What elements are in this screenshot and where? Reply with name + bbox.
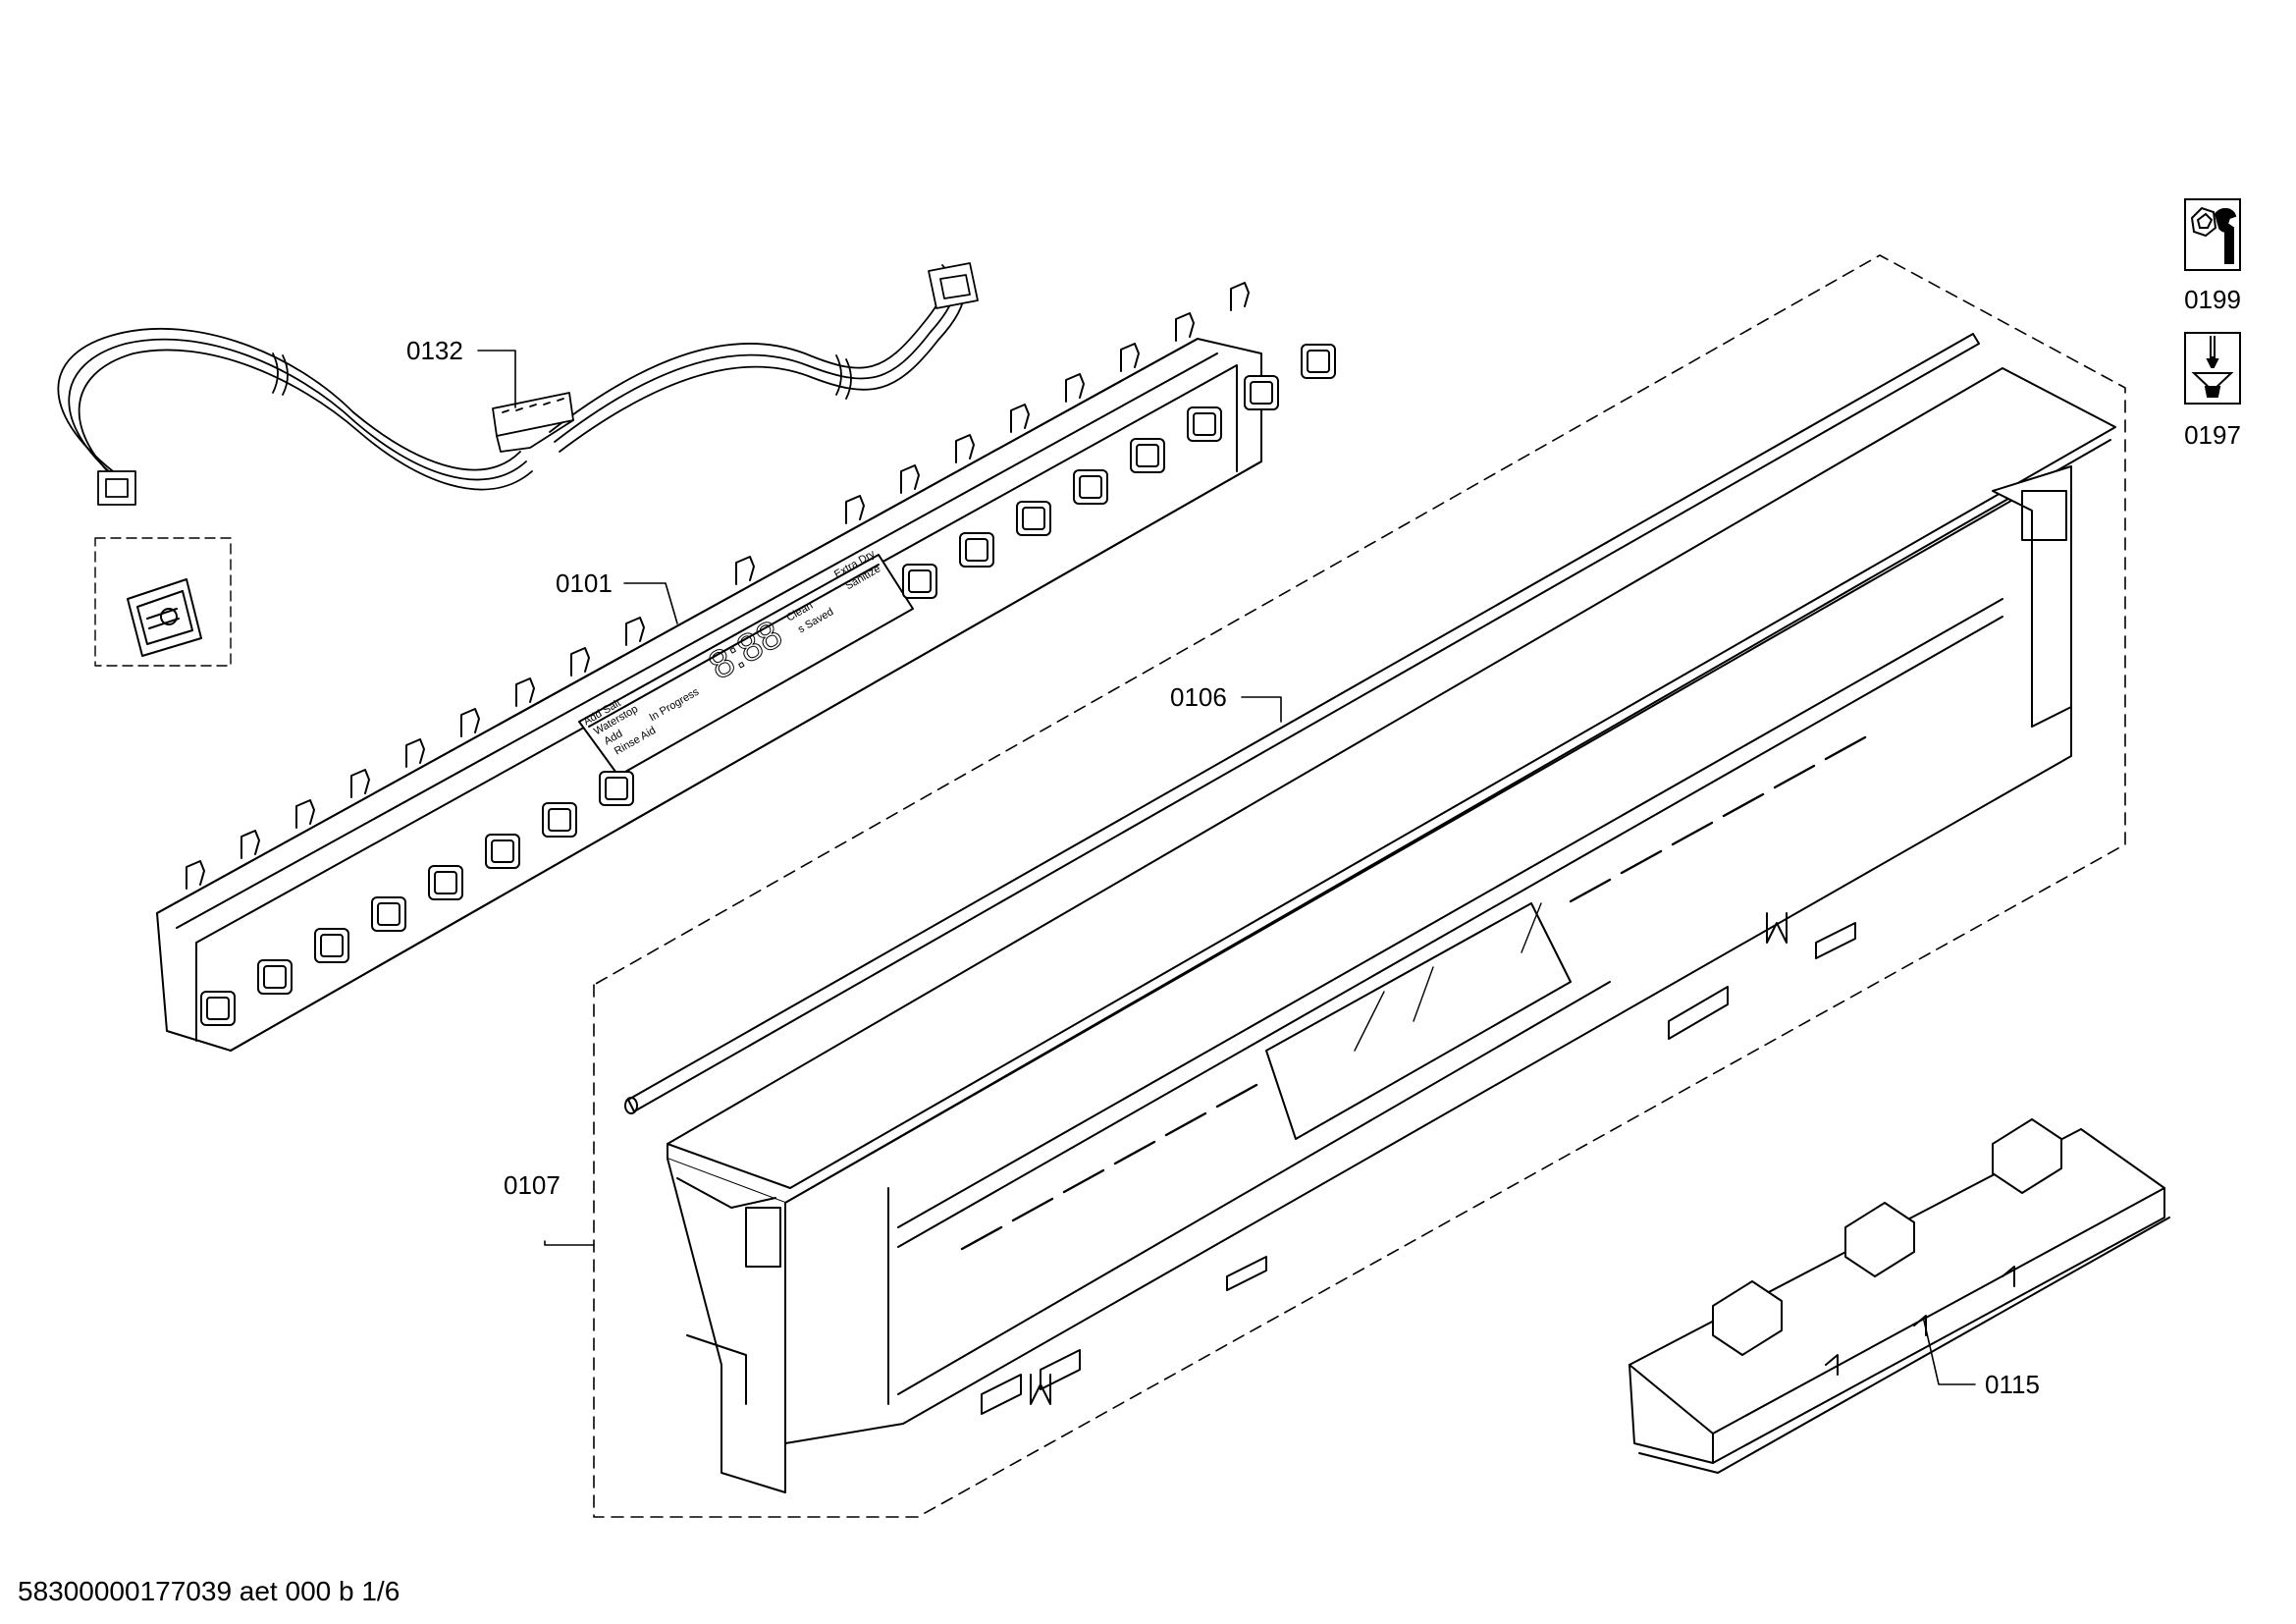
panel-dash	[1113, 1140, 1156, 1165]
panel-dash	[1773, 764, 1816, 789]
control-button-inner	[605, 777, 628, 800]
panel-dash	[1722, 792, 1765, 818]
control-button-inner	[1022, 507, 1045, 530]
control-button-shape	[1244, 375, 1279, 410]
control-button-shape	[1301, 344, 1336, 379]
screwdriver-screw-icon	[2184, 332, 2241, 405]
wrench-nut-icon	[2184, 198, 2241, 271]
front-panel	[667, 367, 2116, 1493]
panel-dash	[1569, 878, 1612, 903]
control-button-inner	[491, 839, 514, 863]
mounting-tab	[405, 738, 425, 768]
panel-dash	[1620, 849, 1663, 875]
mounting-tab	[1175, 312, 1195, 342]
wire-harness	[57, 262, 979, 506]
control-button-inner	[1193, 412, 1216, 436]
seal-strip	[624, 333, 1980, 1114]
callout-0107: 0107	[504, 1170, 561, 1200]
mounting-tab	[845, 495, 865, 524]
control-button-shape	[371, 896, 406, 932]
mounting-tab	[186, 860, 205, 890]
callout-0106: 0106	[1170, 682, 1227, 712]
control-button-inner	[965, 538, 988, 562]
control-module	[156, 282, 1336, 1052]
control-button-shape	[1073, 469, 1108, 505]
control-button-inner	[320, 934, 344, 957]
control-button-shape	[599, 771, 634, 806]
panel-dash	[1011, 1197, 1054, 1222]
control-button-inner	[1136, 444, 1159, 467]
mounting-tab	[1065, 373, 1085, 403]
control-button-shape	[485, 834, 520, 869]
control-button-shape	[314, 928, 349, 963]
mounting-tab	[735, 556, 755, 585]
mounting-tab	[1010, 404, 1030, 433]
mounting-tab	[240, 830, 260, 859]
control-button-inner	[377, 902, 400, 926]
legend-code-0197: 0197	[2184, 420, 2241, 450]
panel-dash	[1215, 1083, 1258, 1109]
assembly-outline	[593, 254, 2126, 1518]
control-button-inner	[1307, 350, 1330, 373]
mounting-tab	[1120, 343, 1140, 372]
mounting-tab	[1230, 282, 1250, 311]
control-button-inner	[434, 871, 457, 894]
control-button-shape	[959, 532, 994, 568]
control-button-shape	[200, 991, 236, 1026]
control-button-inner	[1250, 381, 1273, 405]
control-button-inner	[206, 997, 230, 1020]
control-button-shape	[542, 802, 577, 838]
control-button-shape	[1187, 406, 1222, 442]
panel-dash	[1164, 1111, 1207, 1137]
mounting-tab	[570, 647, 590, 677]
mounting-tab	[625, 617, 645, 646]
control-button-shape	[257, 959, 293, 995]
mounting-tab	[460, 708, 480, 737]
callout-0115: 0115	[1985, 1370, 2040, 1399]
panel-dash	[1824, 735, 1867, 761]
drawing-number: 58300000177039 aet 000 b 1/6	[18, 1576, 400, 1606]
control-button-shape	[1016, 501, 1051, 536]
legend-code-0199: 0199	[2184, 285, 2241, 314]
mounting-tab	[295, 799, 315, 829]
mounting-tab	[900, 464, 920, 494]
detail-inset	[94, 537, 232, 667]
control-button-shape	[428, 865, 463, 900]
control-button-inner	[263, 965, 287, 989]
panel-dash	[960, 1225, 1003, 1251]
mounting-tab	[350, 769, 370, 798]
mounting-tab	[955, 434, 975, 463]
mounting-tab	[515, 677, 535, 707]
control-button-inner	[1079, 475, 1102, 499]
panel-dash	[1062, 1168, 1105, 1194]
control-button-shape	[1130, 438, 1165, 473]
control-button-shape	[902, 564, 937, 599]
callout-0101: 0101	[556, 568, 613, 598]
handle-cover	[1629, 1118, 2170, 1474]
control-button-inner	[908, 569, 932, 593]
callout-0132: 0132	[406, 336, 463, 365]
control-button-inner	[548, 808, 571, 832]
panel-dash	[1671, 821, 1714, 846]
